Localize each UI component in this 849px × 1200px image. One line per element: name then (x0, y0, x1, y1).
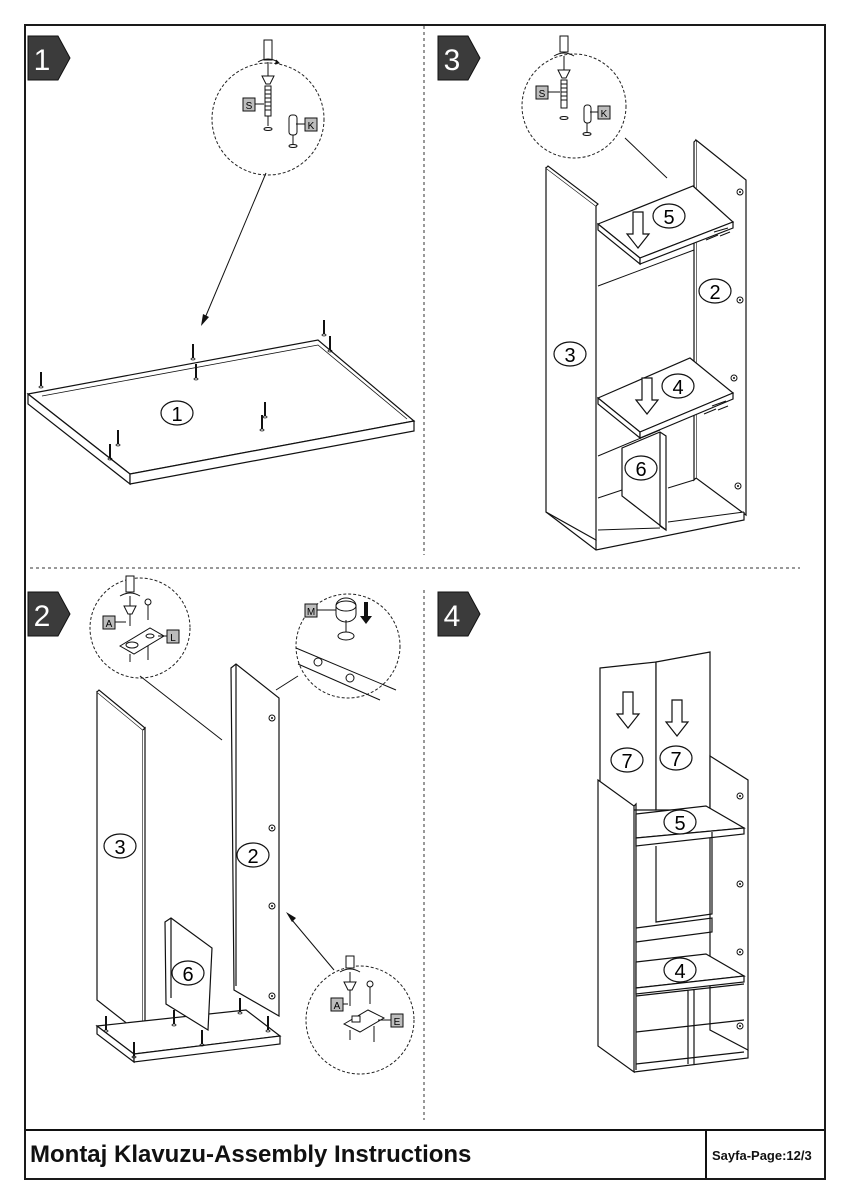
part-label: 3 (564, 345, 575, 367)
panel-2 (230, 663, 280, 1018)
leader-line (275, 675, 299, 691)
hardware-label: E (394, 1017, 401, 1028)
step-badge-2 (27, 591, 71, 637)
screwdriver-icon (257, 39, 280, 76)
part-label: 5 (674, 813, 685, 835)
part-label: 1 (171, 404, 182, 426)
divider-6 (621, 431, 667, 532)
arrow-head (201, 314, 209, 326)
svg-text: 1 3 2 4 1 5 2 3 4 6 3 2 6 7 7 5 4 S K S … (34, 44, 721, 1028)
page-number: Sayfa-Page:12/3 (712, 1148, 812, 1163)
down-arrow-icon (625, 211, 651, 249)
part-label: 2 (247, 846, 258, 868)
part-label: 5 (663, 207, 674, 229)
part-label: 6 (182, 964, 193, 986)
hardware-label: A (334, 1001, 341, 1012)
arrow-head (286, 912, 296, 922)
hardware-label-boxes (102, 85, 611, 1028)
shelf-4 (596, 357, 735, 440)
page-frame (24, 24, 826, 1180)
leader-line (204, 172, 267, 319)
step-badge-1 (27, 35, 71, 81)
screw-icon (703, 227, 731, 415)
hardware-label: A (106, 619, 113, 630)
detail-circle (295, 593, 401, 699)
dowel-k-icon (288, 114, 298, 148)
step-number-2: 2 (34, 600, 51, 633)
hardware-label: S (539, 89, 546, 100)
part-label: 4 (672, 377, 683, 399)
detail-circle (89, 577, 191, 679)
leader-line (139, 675, 223, 741)
part-circles (103, 203, 732, 986)
leader-line (291, 919, 335, 971)
step-1-figure (26, 39, 416, 486)
cam-lock-icon (295, 597, 397, 701)
part-label: 4 (674, 961, 685, 983)
document-title: Montaj Klavuzu-Assembly Instructions (30, 1141, 472, 1168)
step-number-4: 4 (444, 600, 461, 633)
panel-1 (26, 339, 416, 486)
step-2-figure (89, 575, 415, 1075)
down-arrow-icon (360, 602, 372, 624)
screwdriver-icon (339, 955, 386, 1042)
part-label: 7 (670, 749, 681, 771)
down-arrow-icon (615, 691, 641, 729)
part-label: 3 (114, 837, 125, 859)
step-badge-4 (437, 591, 481, 637)
down-arrow-icon (664, 699, 690, 737)
leader-line (624, 137, 668, 179)
door-7-right (655, 651, 711, 811)
hardware-label: K (308, 121, 315, 132)
part-label: 7 (621, 751, 632, 773)
step-4-figure (597, 651, 749, 1074)
hardware-leaders (115, 91, 598, 1021)
detail-circle (521, 53, 627, 159)
part-label: 2 (709, 282, 720, 304)
part-label: 6 (635, 459, 646, 481)
screwdriver-icon (553, 35, 592, 136)
step-badge-3 (437, 35, 481, 81)
panel-3 (96, 689, 146, 1038)
cam-screw-icon (261, 75, 275, 131)
down-arrow-icon (634, 377, 660, 415)
hardware-label: L (170, 633, 176, 644)
step-number-1: 1 (34, 44, 51, 77)
hardware-label: M (307, 607, 315, 618)
hardware-label: S (246, 101, 253, 112)
hardware-label: K (601, 109, 608, 120)
step-number-3: 3 (444, 44, 461, 77)
